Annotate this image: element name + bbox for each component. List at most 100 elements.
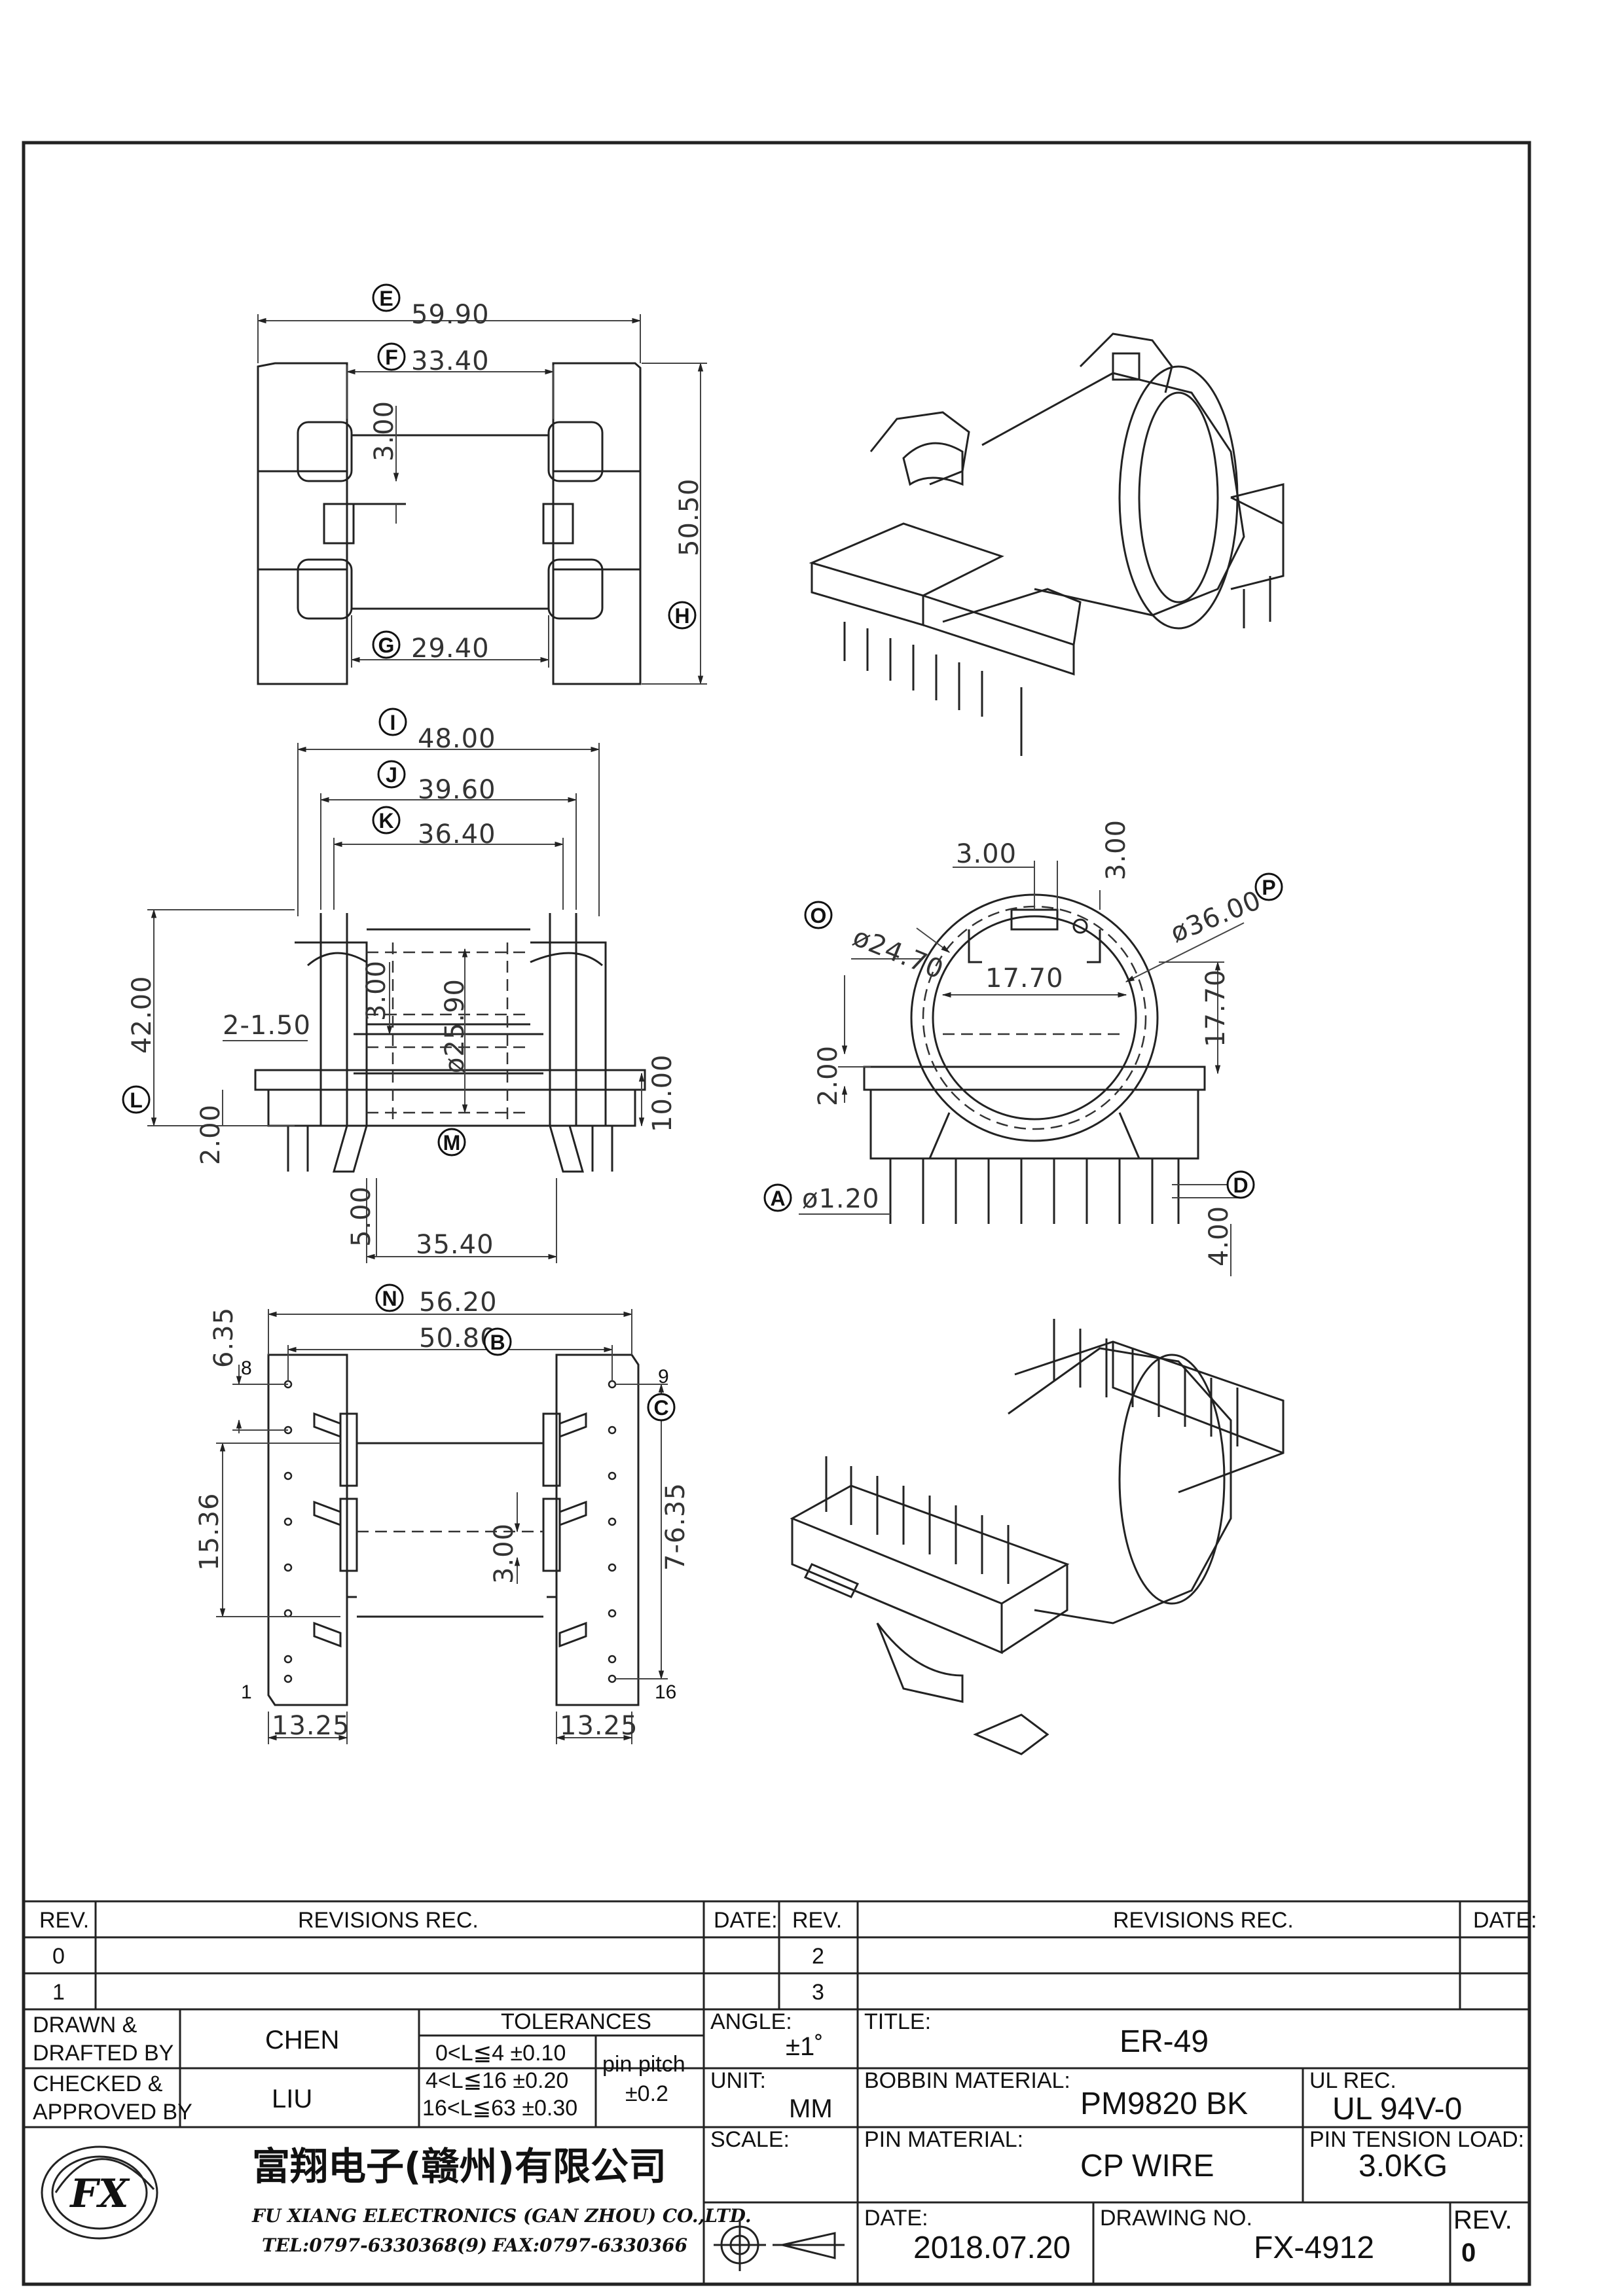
- rev-row-3: 3: [812, 1980, 824, 2005]
- side-view-hidden: [922, 905, 1147, 1130]
- rev-row-2: 2: [812, 1944, 824, 1969]
- dim-bore-label: ø25.90: [440, 978, 470, 1073]
- front-view-dimensions: [147, 743, 645, 1263]
- dim-e-label: 59.90: [411, 300, 490, 330]
- bottom-view: [267, 1354, 640, 1706]
- company-name-cn: 富翔电子(赣州)有限公司: [252, 2144, 666, 2189]
- bubble-n: N: [375, 1283, 404, 1312]
- svg-text:J: J: [386, 763, 397, 787]
- front-view-hidden: [367, 942, 530, 1126]
- rev-label: REV.: [1453, 2206, 1512, 2234]
- dim-o-label: ø24.70: [848, 922, 948, 986]
- bubble-l: L: [122, 1085, 151, 1114]
- dim-top-slot-label: 3.00: [369, 401, 399, 461]
- dim-n-label: 56.20: [419, 1287, 498, 1318]
- title-block-grid: [24, 1900, 1529, 2284]
- unit-value: MM: [789, 2094, 833, 2123]
- tol-row-3: 16<L≦63 ±0.30: [422, 2096, 577, 2121]
- pin-tension-label: PIN TENSION LOAD:: [1309, 2127, 1524, 2152]
- rev-value: 0: [1461, 2238, 1476, 2267]
- checked-value: LIU: [272, 2085, 312, 2113]
- pin-9-label: 9: [658, 1366, 669, 1388]
- date-value: 2018.07.20: [913, 2231, 1070, 2265]
- date-label: DATE:: [864, 2206, 928, 2231]
- svg-text:M: M: [443, 1131, 461, 1155]
- svg-text:B: B: [490, 1331, 505, 1354]
- title-value: ER-49: [1120, 2024, 1209, 2059]
- date-header-left: DATE:: [714, 1908, 778, 1933]
- bobbin-material-value: PM9820 BK: [1080, 2087, 1248, 2121]
- pin-pitch-label: pin pitch: [602, 2052, 685, 2077]
- unit-label: UNIT:: [710, 2068, 766, 2093]
- dim-c-label: 6.35: [209, 1307, 239, 1368]
- rev-header-right: REV.: [792, 1908, 842, 1933]
- scale-label: SCALE:: [710, 2127, 790, 2152]
- svg-text:A: A: [770, 1187, 785, 1210]
- bubble-g: G: [372, 630, 401, 659]
- svg-text:H: H: [674, 604, 689, 628]
- rev-row-0: 0: [52, 1944, 65, 1969]
- pin-material-label: PIN MATERIAL:: [864, 2127, 1023, 2152]
- dim-gap-label: 15.36: [194, 1492, 225, 1571]
- bubble-d: D: [1226, 1170, 1255, 1199]
- dim-h-label: 50.50: [674, 478, 704, 556]
- dim-flange-label: 3.00: [361, 960, 392, 1021]
- bobbin-material-label: BOBBIN MATERIAL:: [864, 2068, 1070, 2093]
- svg-text:L: L: [130, 1088, 143, 1112]
- svg-text:I: I: [390, 711, 396, 734]
- bubble-m: M: [437, 1128, 466, 1157]
- dim-right-width-label: 13.25: [560, 1711, 638, 1741]
- bubble-i: I: [378, 708, 407, 736]
- dim-pitch-label: 7-6.35: [661, 1482, 691, 1571]
- bubble-a: A: [763, 1183, 792, 1212]
- top-view: [257, 362, 642, 685]
- front-view: [254, 913, 646, 1173]
- dim-k-label: 36.40: [418, 819, 496, 850]
- drawn-value: CHEN: [265, 2026, 339, 2054]
- drawing-no-value: FX-4912: [1254, 2231, 1374, 2265]
- checked-label-2: APPROVED BY: [33, 2100, 192, 2125]
- bubble-f: F: [377, 342, 406, 371]
- tol-row-2: 4<L≦16 ±0.20: [426, 2068, 568, 2093]
- bubble-e: E: [372, 283, 401, 312]
- dim-bottom-slot-label: 3.00: [489, 1523, 519, 1584]
- dim-d-label: 4.00: [1204, 1206, 1234, 1266]
- dim-pin-length-label: 5.00: [346, 1186, 376, 1247]
- svg-text:E: E: [379, 287, 393, 310]
- pin-pitch-value: ±0.2: [625, 2081, 668, 2106]
- tolerances-label: TOLERANCES: [501, 2009, 651, 2034]
- dim-height-label: 17.70: [1201, 969, 1231, 1047]
- dim-left-width-label: 13.25: [272, 1711, 350, 1741]
- company-logo: [41, 2145, 158, 2240]
- bubble-p: P: [1254, 872, 1283, 901]
- isometric-view-bottom: [790, 1319, 1285, 1755]
- pin-1-label: 1: [241, 1681, 252, 1703]
- dim-p-label: ø36.00: [1167, 885, 1266, 948]
- dim-side-slot-label: 3.00: [1101, 819, 1131, 880]
- company-name-en: FU XIANG ELECTRONICS (GAN ZHOU) CO.,LTD.: [251, 2205, 752, 2227]
- dim-a-label: ø1.20: [802, 1184, 880, 1214]
- pin-16-label: 16: [655, 1681, 676, 1703]
- dim-l-label: 42.00: [127, 975, 157, 1054]
- dim-j-label: 39.60: [418, 775, 496, 805]
- dim-side-width-label: 3.00: [956, 839, 1017, 869]
- dim-base-label: 2.00: [196, 1104, 226, 1165]
- isometric-view-top: [809, 332, 1285, 756]
- drawn-label-1: DRAWN &: [33, 2013, 137, 2037]
- svg-text:N: N: [382, 1287, 397, 1310]
- dim-f-label: 33.40: [411, 346, 490, 376]
- bubble-j: J: [377, 760, 406, 789]
- company-tel: TEL:0797-6330368(9): [262, 2234, 487, 2256]
- angle-label: ANGLE:: [710, 2009, 792, 2034]
- top-view-dimensions: [257, 314, 707, 685]
- bubble-o: O: [804, 901, 833, 929]
- dim-wall-label: 2-1.50: [223, 1011, 311, 1041]
- date-header-right: DATE:: [1473, 1908, 1537, 1933]
- dim-i-label: 48.00: [418, 724, 496, 754]
- svg-text:F: F: [385, 346, 398, 369]
- projection-symbol: [714, 2219, 845, 2271]
- ul-rec-value: UL 94V-0: [1332, 2092, 1462, 2126]
- pin-material-value: CP WIRE: [1080, 2149, 1214, 2183]
- pin-8-label: 8: [241, 1357, 252, 1379]
- svg-text:G: G: [378, 634, 395, 657]
